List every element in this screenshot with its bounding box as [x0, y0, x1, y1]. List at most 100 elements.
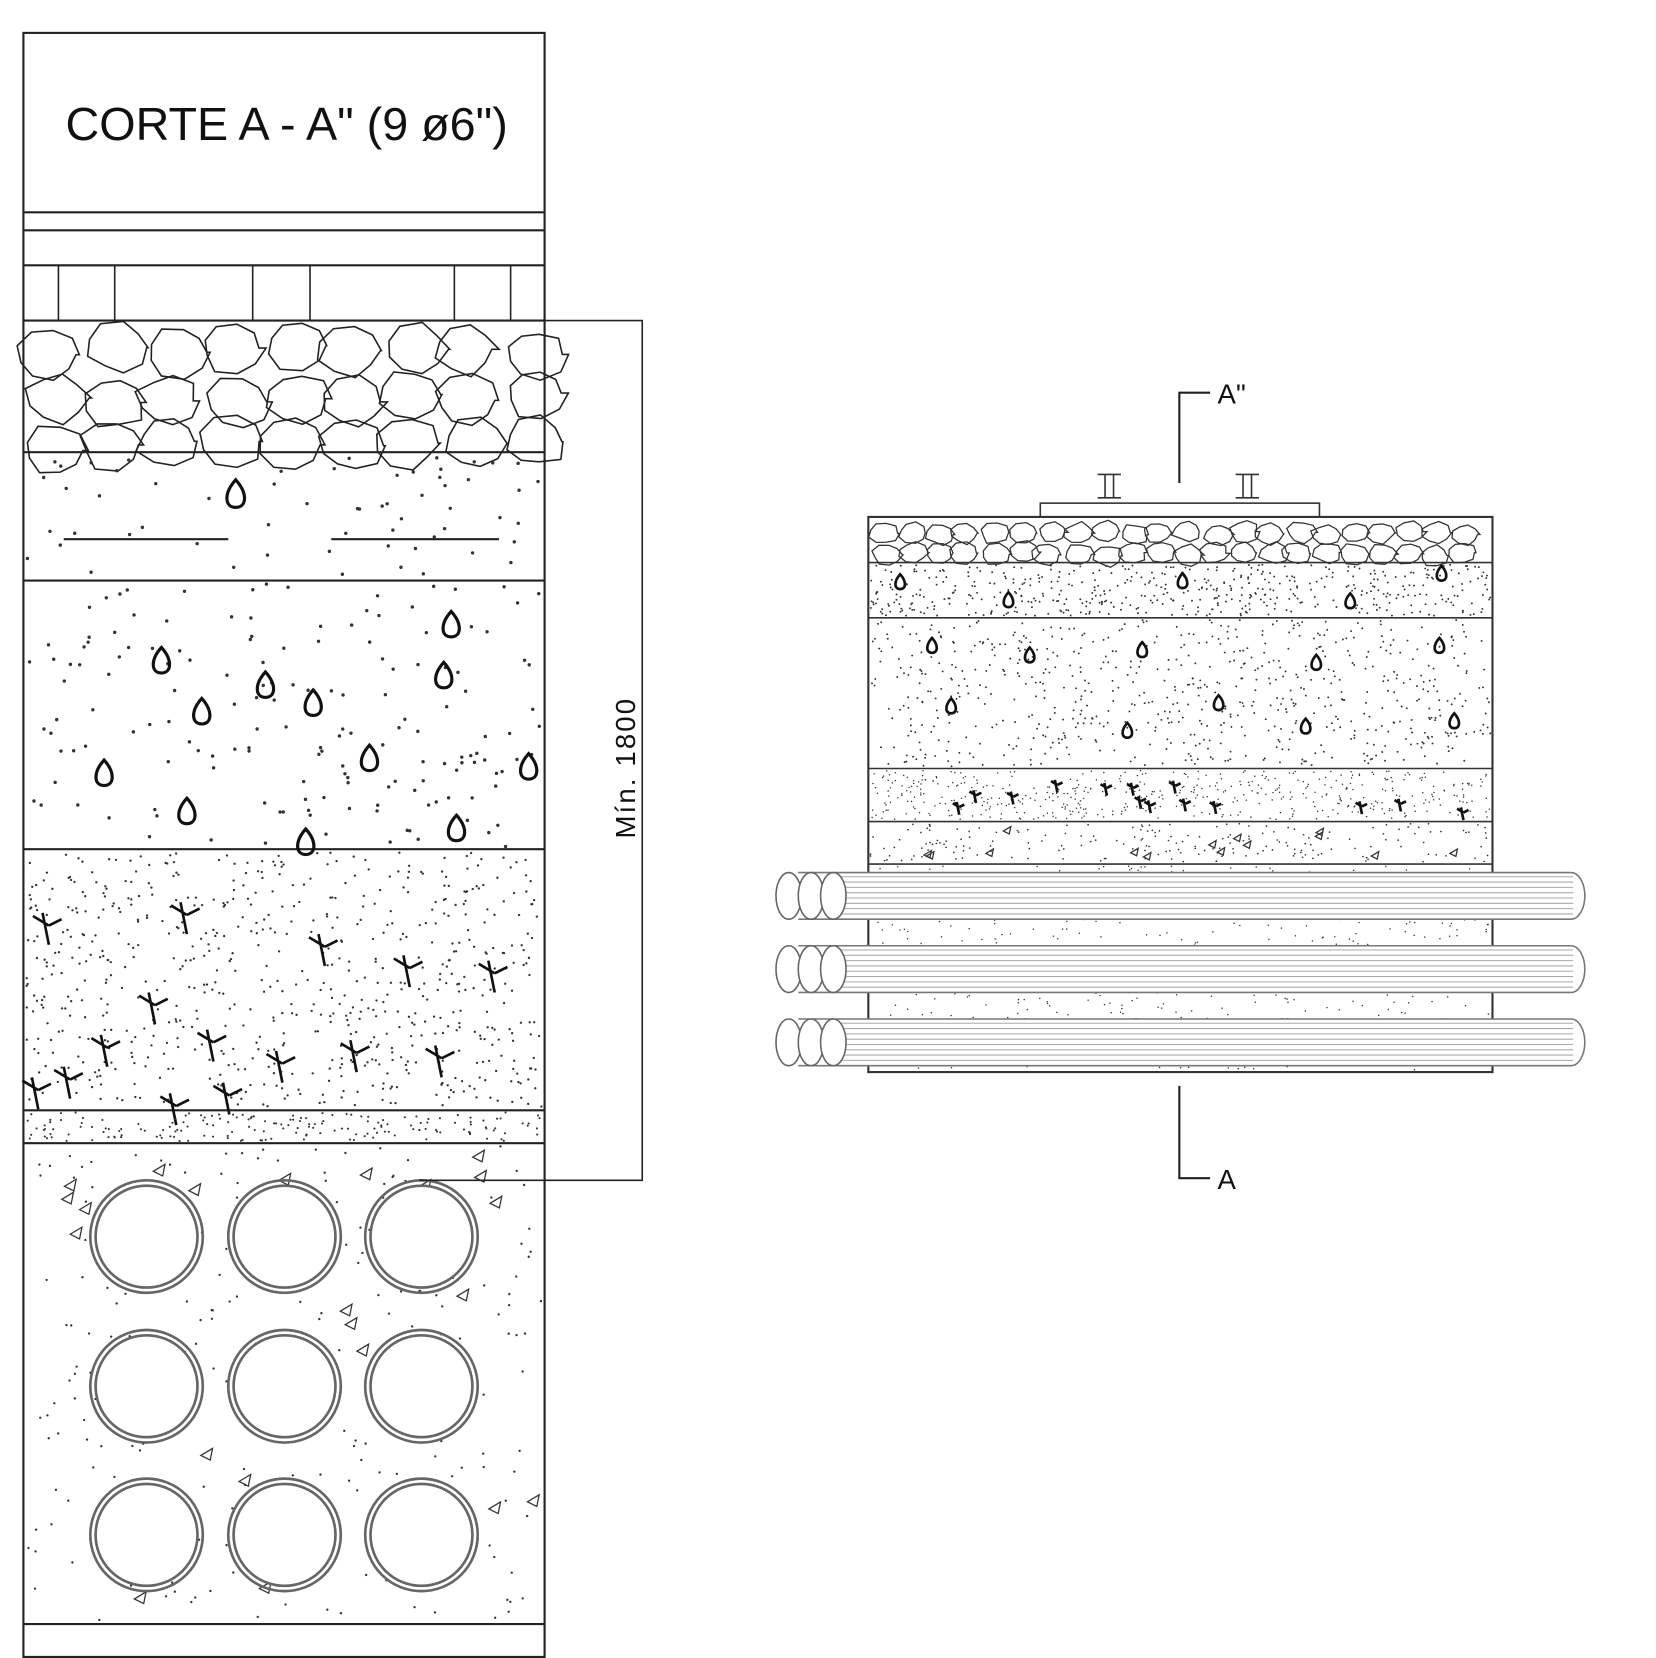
hatch-dot	[396, 1010, 400, 1013]
hatch-dot	[49, 1118, 52, 1121]
hatch-dot	[1137, 606, 1140, 609]
stone	[1230, 541, 1258, 563]
hatch-dot	[947, 809, 950, 812]
hatch-dot	[1350, 798, 1352, 800]
hatch-dot	[1062, 803, 1065, 805]
hatch-dot	[1296, 597, 1299, 600]
hatch-dot	[1131, 848, 1134, 850]
hatch-dot	[1375, 754, 1378, 757]
hatch-dot	[156, 1008, 160, 1011]
hatch-dot	[291, 1474, 294, 1477]
pipe-outer	[88, 1328, 205, 1444]
hatch-dot	[1431, 735, 1433, 738]
hatch-dot	[1352, 583, 1355, 586]
hatch-dot	[914, 818, 916, 820]
hatch-dot	[1080, 844, 1083, 847]
hatch-dot	[378, 888, 382, 892]
hatch-dot	[1302, 688, 1305, 690]
hatch-dot	[246, 861, 249, 864]
hatch-dot	[402, 886, 405, 889]
hatch-dot	[1207, 568, 1209, 571]
hatch-dot	[937, 783, 939, 785]
hatch-dot	[382, 1082, 385, 1085]
hatch-dot	[475, 885, 478, 888]
hatch-dot	[922, 770, 924, 772]
hatch-dot	[34, 883, 38, 887]
hatch-dot	[893, 818, 896, 821]
hatch-dot	[1085, 812, 1088, 814]
hatch-dot	[1271, 799, 1273, 801]
hatch-dot	[1129, 580, 1132, 583]
hatch-dot	[434, 800, 438, 804]
hatch-dot	[978, 827, 981, 829]
aggregate-triangle	[133, 1590, 147, 1605]
hatch-dot	[1052, 651, 1055, 654]
hatch-dot	[915, 758, 918, 761]
hatch-dot	[340, 939, 343, 942]
hatch-dot	[1411, 731, 1414, 734]
hatch-dot	[994, 922, 996, 925]
hatch-dot	[190, 1025, 194, 1029]
hatch-dot	[1450, 601, 1453, 604]
hatch-dot	[280, 865, 283, 868]
hatch-dot	[1169, 742, 1172, 744]
aggregate-mark	[1136, 640, 1149, 659]
hatch-dot	[46, 1022, 49, 1025]
hatch-dot	[1340, 774, 1342, 776]
hatch-dot	[440, 1439, 443, 1443]
hatch-dot	[1465, 635, 1468, 638]
hatch-dot	[1251, 704, 1253, 707]
hatch-dot	[230, 1130, 234, 1133]
hatch-dot	[1446, 996, 1449, 998]
hatch-dot	[34, 1528, 38, 1531]
hatch-dot	[1133, 756, 1136, 759]
hatch-dot	[320, 749, 324, 753]
hatch-dot	[52, 964, 55, 967]
hatch-dot	[143, 1129, 146, 1132]
hatch-dot	[934, 697, 937, 700]
hatch-dot	[497, 1313, 500, 1316]
hatch-dot	[1391, 780, 1394, 783]
hatch-dot	[1434, 716, 1437, 719]
hatch-dot	[1269, 588, 1272, 591]
hatch-dot	[355, 1030, 358, 1034]
hatch-dot	[1409, 727, 1412, 730]
hatch-dot	[1488, 808, 1491, 810]
hatch-dot	[1103, 1003, 1106, 1006]
hatch-dot	[1301, 758, 1304, 761]
hatch-dot	[1286, 844, 1289, 847]
hatch-dot	[1296, 622, 1299, 625]
stone	[1039, 521, 1070, 542]
hatch-dot	[326, 863, 329, 866]
hatch-dot	[390, 1046, 394, 1050]
stone	[1421, 520, 1454, 545]
hatch-dot	[385, 502, 389, 506]
ballast-layer	[16, 320, 570, 474]
hatch-dot	[905, 754, 908, 757]
hatch-dot	[203, 1134, 206, 1137]
hatch-dot	[1227, 836, 1230, 838]
hatch-dot	[355, 1053, 358, 1057]
hatch-dot	[1030, 676, 1033, 679]
hatch-dot	[60, 942, 63, 946]
hatch-dot	[1148, 824, 1151, 827]
hatch-dot	[989, 582, 992, 585]
hatch-dot	[1196, 941, 1199, 943]
hatch-dot	[307, 1125, 311, 1128]
hatch-dot	[1140, 796, 1142, 799]
hatch-dot	[1389, 928, 1391, 930]
hatch-dot	[525, 890, 528, 893]
hatch-dot	[218, 1117, 222, 1120]
hatch-dot	[338, 1349, 341, 1352]
hatch-dot	[291, 1072, 294, 1076]
hatch-dot	[196, 748, 200, 753]
hatch-dot	[1239, 701, 1242, 704]
hatch-dot	[45, 961, 49, 964]
hatch-dot	[1243, 794, 1245, 796]
hatch-dot	[176, 1128, 179, 1131]
hatch-dot	[1081, 602, 1084, 605]
hatch-dot	[118, 1129, 121, 1133]
hatch-dot	[406, 1158, 410, 1162]
hatch-dot	[1062, 718, 1065, 721]
hatch-dot	[1262, 570, 1264, 573]
